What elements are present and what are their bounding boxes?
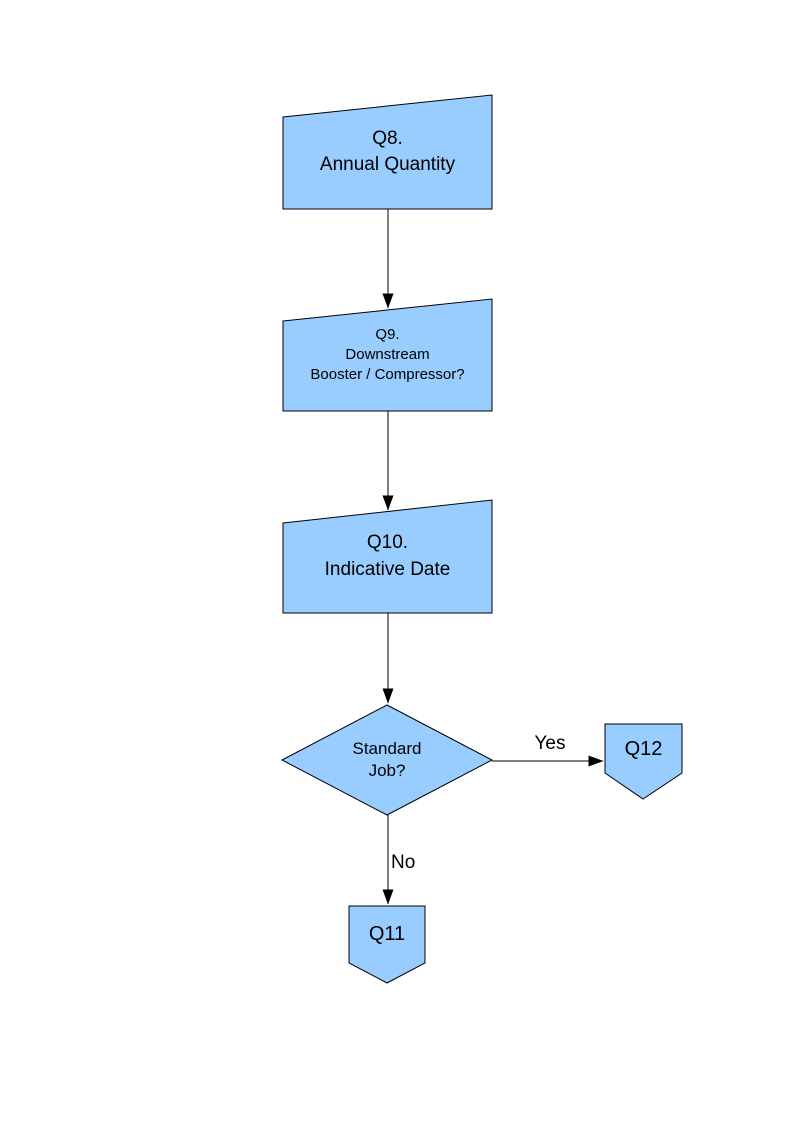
edge-label-yes-text: Yes <box>534 732 566 754</box>
q9-label-line3: Booster / Compressor? <box>310 366 465 384</box>
q10-label-line2: Indicative Date <box>324 558 451 580</box>
q8-label: Q8. Annual Quantity <box>283 98 492 206</box>
q8-label-line2: Annual Quantity <box>319 154 456 175</box>
node-q11-connector <box>348 905 426 984</box>
node-q8-annual-quantity <box>282 94 493 210</box>
decision-label: Standard Job? <box>282 707 492 813</box>
q9-label: Q9. Downstream Booster / Compressor? <box>283 302 492 408</box>
node-q10-indicative-date <box>282 499 493 614</box>
q9-label-line1: Q9. <box>375 325 400 343</box>
node-q9-downstream-booster <box>282 298 493 412</box>
q9-label-line2: Downstream <box>345 345 430 363</box>
node-decision-standard-job <box>280 704 494 816</box>
q12-label-text: Q12 <box>624 738 663 761</box>
q12-label: Q12 <box>605 724 682 776</box>
edge-label-no: No <box>391 851 435 875</box>
node-q12-connector <box>604 723 683 800</box>
q8-label-line1: Q8. <box>372 127 403 149</box>
q11-label: Q11 <box>349 906 425 964</box>
decision-label-line2: Job? <box>368 761 406 780</box>
q11-label-text: Q11 <box>368 923 406 946</box>
q10-label: Q10. Indicative Date <box>283 503 492 610</box>
q10-label-line1: Q10. <box>366 532 409 554</box>
edge-label-yes: Yes <box>512 731 588 757</box>
decision-label-line1: Standard <box>352 738 422 758</box>
edge-label-no-text: No <box>391 851 416 873</box>
